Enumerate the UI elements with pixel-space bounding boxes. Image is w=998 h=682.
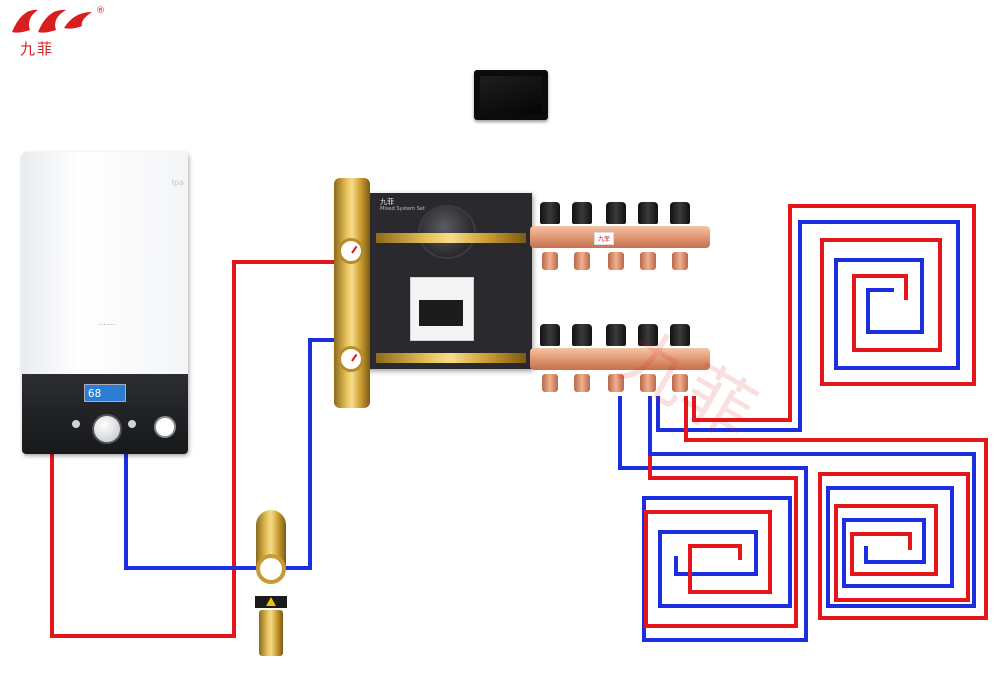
- station-subtitle: Mixed System Set: [380, 206, 425, 212]
- filter-base: [259, 610, 283, 656]
- return-brass-pipe: [376, 353, 526, 363]
- manifold-outlet: [672, 374, 688, 392]
- manifold-return-bar: [530, 348, 710, 370]
- manifold-outlet: [640, 252, 656, 270]
- wall-boiler-icon: Ipa ⋯⋯ 68: [22, 152, 188, 454]
- separator-pressure-gauge-icon: [338, 346, 364, 372]
- floor-loop-bottom-left: [618, 396, 808, 642]
- manifold-outlet: [574, 252, 590, 270]
- manifold-outlet: [574, 374, 590, 392]
- boiler-button-right: [128, 420, 136, 428]
- logo-text: 九菲: [20, 40, 55, 58]
- thermostat-icon: [474, 70, 548, 120]
- floor-loop-top-right: [656, 204, 976, 432]
- manifold-outlet: [608, 374, 624, 392]
- manifold-outlet: [608, 252, 624, 270]
- station-brand: 九菲: [380, 198, 394, 206]
- boiler-brand: Ipa: [171, 178, 184, 187]
- floor-heating-manifold-icon: 九菲: [530, 196, 720, 406]
- circulation-pump-icon: [418, 205, 476, 259]
- manifold-outlet: [542, 252, 558, 270]
- warning-label-icon: [255, 596, 287, 608]
- valve-cap-icon: [606, 202, 626, 224]
- flow-meter-icon: [638, 324, 658, 346]
- valve-cap-icon: [572, 202, 592, 224]
- boiler-pressure-gauge-icon: [154, 416, 176, 438]
- brand-logo: ® 九菲: [8, 4, 105, 58]
- filter-gauge-icon: [256, 554, 286, 584]
- valve-cap-icon: [670, 202, 690, 224]
- flow-meter-icon: [540, 324, 560, 346]
- floor-loop-bottom-right: [648, 396, 988, 620]
- supply-brass-pipe: [376, 233, 526, 243]
- manifold-outlet: [542, 374, 558, 392]
- flow-meter-icon: [572, 324, 592, 346]
- boiler-display: 68: [84, 384, 126, 402]
- hydraulic-separator: [334, 178, 370, 408]
- boiler-supply-pipe: [50, 260, 336, 638]
- manifold-outlet: [672, 252, 688, 270]
- flow-meter-icon: [606, 324, 626, 346]
- valve-cap-icon: [540, 202, 560, 224]
- mixing-controller: [410, 277, 474, 341]
- manifold-outlet: [640, 374, 656, 392]
- boiler-return-pipe: [124, 338, 336, 570]
- boiler-knob-icon: [92, 414, 122, 444]
- manifold-supply-bar: [530, 226, 710, 248]
- boiler-vents: ⋯⋯: [98, 320, 116, 329]
- manifold-brand-label: 九菲: [594, 232, 615, 245]
- flow-meter-icon: [670, 324, 690, 346]
- separator-thermometer-icon: [338, 238, 364, 264]
- boiler-button-left: [72, 420, 80, 428]
- valve-cap-icon: [638, 202, 658, 224]
- registered-mark: ®: [96, 6, 105, 16]
- logo-mark-icon: [12, 9, 92, 33]
- magnetic-filter-icon: [250, 510, 292, 656]
- boiler-control-panel: 68: [22, 374, 188, 454]
- controller-screen: [419, 300, 463, 326]
